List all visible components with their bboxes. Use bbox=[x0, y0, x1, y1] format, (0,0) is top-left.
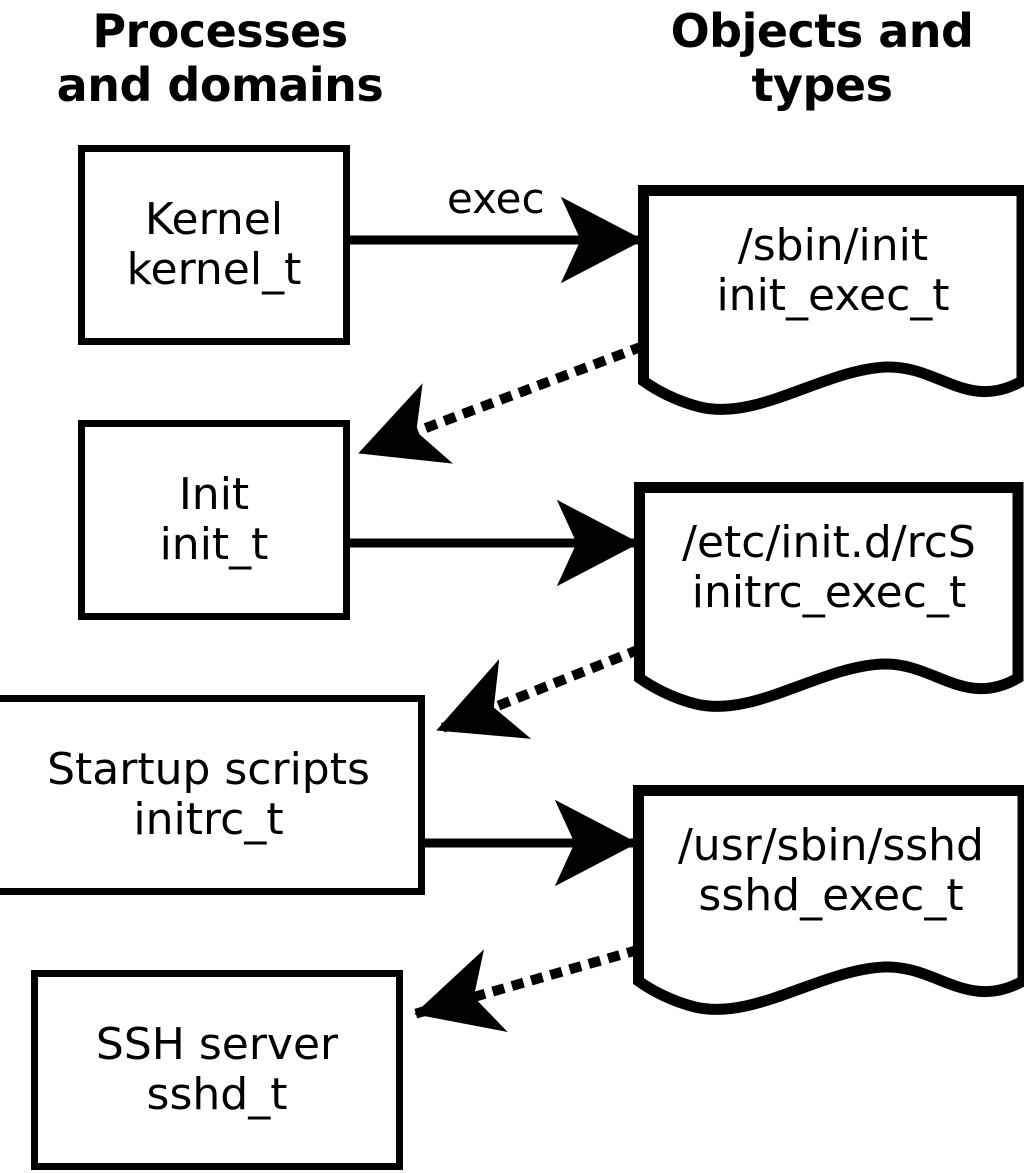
object-node-sshd-exec[interactable]: /usr/sbin/sshd sshd_exec_t bbox=[633, 785, 1024, 1025]
column-header-objects-line2: types bbox=[751, 58, 893, 113]
edge-initrc-exec-to-initrc bbox=[433, 644, 642, 739]
process-node-kernel-line1: Kernel bbox=[144, 193, 284, 245]
object-node-init-exec[interactable]: /sbin/init init_exec_t bbox=[638, 185, 1024, 425]
column-header-objects-line1: Objects and bbox=[670, 4, 974, 58]
document-shape-outline bbox=[638, 185, 1024, 415]
process-node-kernel[interactable]: Kernel kernel_t bbox=[78, 145, 350, 345]
column-header-processes-line2: and domains bbox=[56, 58, 384, 113]
column-header-processes-line1: Processes bbox=[92, 4, 348, 58]
process-node-kernel-line2: kernel_t bbox=[126, 244, 302, 295]
process-node-sshd-line1: SSH server bbox=[95, 1018, 339, 1070]
edge-label-exec: exec bbox=[447, 174, 545, 223]
edge-init-exec-to-init bbox=[355, 341, 645, 464]
process-node-sshd[interactable]: SSH server sshd_t bbox=[31, 970, 403, 1170]
document-shape-outline bbox=[633, 785, 1024, 1015]
column-header-processes: Processes and domains bbox=[30, 4, 410, 113]
process-node-initrc[interactable]: Startup scripts initrc_t bbox=[0, 695, 425, 895]
object-node-initrc-exec[interactable]: /etc/init.d/rcS initrc_exec_t bbox=[634, 482, 1024, 722]
process-node-init[interactable]: Init init_t bbox=[78, 420, 350, 620]
process-node-initrc-line2: initrc_t bbox=[133, 794, 284, 845]
column-header-objects: Objects and types bbox=[620, 4, 1024, 113]
process-node-init-line1: Init bbox=[178, 468, 250, 520]
process-node-init-line2: init_t bbox=[159, 519, 269, 570]
document-shape-outline bbox=[634, 482, 1024, 712]
process-node-sshd-line2: sshd_t bbox=[146, 1069, 288, 1120]
edge-sshd-exec-to-sshd bbox=[411, 944, 641, 1032]
process-node-initrc-line1: Startup scripts bbox=[47, 743, 370, 795]
